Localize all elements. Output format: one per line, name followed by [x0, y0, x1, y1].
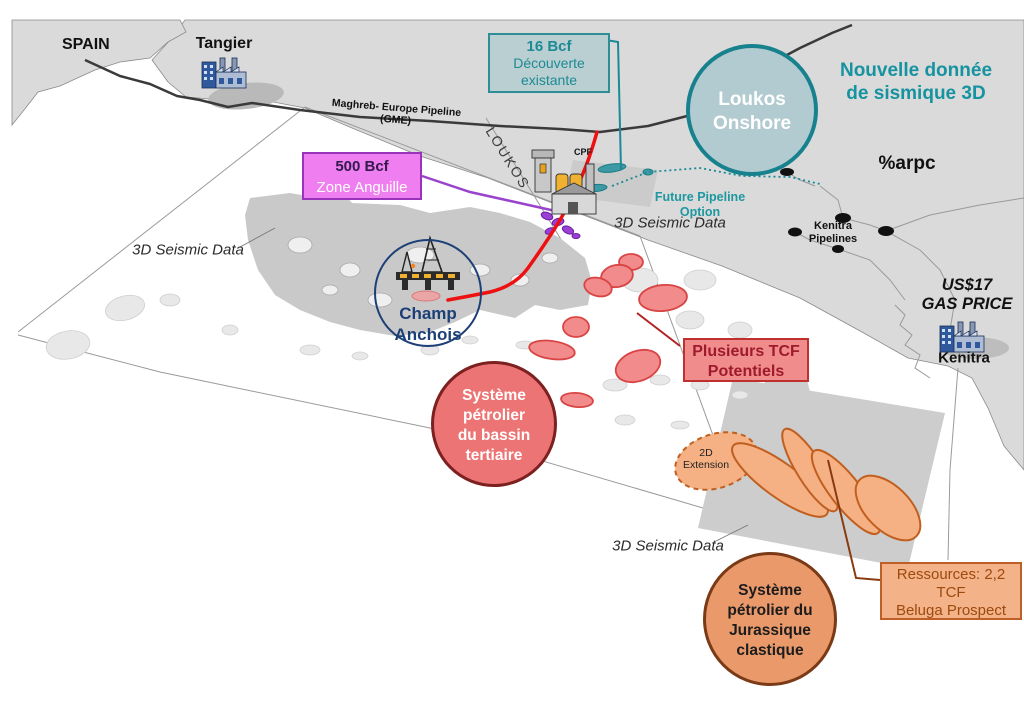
- ressources-line3: Beluga Prospect: [895, 602, 1007, 619]
- spain-label: SPAIN: [62, 36, 110, 53]
- tertiary-line2: pétrolier: [462, 407, 525, 424]
- gas-price-line2: GAS PRICE: [921, 295, 1013, 313]
- champ-anchois-bubble: Champ Anchois: [374, 239, 482, 347]
- anguille-callout-box: 500 Bcf Zone Anguille: [302, 152, 422, 200]
- jurassic-system-bubble: Système pétrolier du Jurassique clastiqu…: [703, 552, 837, 686]
- seismic-data-label-bottom: 3D Seismic Data: [612, 537, 724, 555]
- kenitra-label: Kenitra: [938, 349, 990, 367]
- kenitra-pipeline-dots: [780, 168, 894, 253]
- future-line1: Future Pipeline: [654, 190, 746, 204]
- tertiary-line4: tertiaire: [465, 447, 523, 464]
- new-seismic-line2: de sismique 3D: [846, 83, 986, 104]
- tcf-leader-line: [636, 312, 681, 347]
- ressources-line1: Ressources: 2,2: [896, 566, 1006, 583]
- new-seismic-line1: Nouvelle donnée: [839, 60, 993, 81]
- seismic-bottom-leader: [713, 524, 749, 543]
- ext-line2: Extension: [682, 459, 730, 471]
- anguille-value: 500 Bcf: [335, 158, 389, 175]
- tcf-line1: Plusieurs TCF: [692, 343, 800, 360]
- discovery-value: 16 Bcf: [526, 38, 572, 55]
- 2d-extension-label: 2D Extension: [683, 447, 729, 471]
- kenitra-pipelines-label: Kenitra Pipelines: [809, 220, 857, 246]
- kenitra-pl-line2: Pipelines: [808, 233, 858, 245]
- tertiary-line1: Système: [462, 387, 526, 404]
- anguille-leader-line: [421, 174, 561, 214]
- champ-line1: Champ: [399, 304, 457, 323]
- discovery-label1: Découverte: [513, 55, 585, 71]
- tertiary-line3: du bassin: [457, 427, 531, 444]
- ressources-leader-line: [827, 459, 881, 581]
- tcf-potential-callout-box: Plusieurs TCF Potentiels: [683, 338, 809, 382]
- discovery-label2: existante: [520, 72, 578, 88]
- tertiary-system-bubble: Système pétrolier du bassin tertiaire: [431, 361, 557, 487]
- future-pipeline-dotted: [611, 167, 821, 187]
- kenitra-pl-line1: Kenitra: [814, 220, 852, 232]
- ressources-line2: TCF: [936, 584, 966, 601]
- gas-price-label: US$17 GAS PRICE: [922, 276, 1013, 314]
- discovery-leader-line: [605, 39, 622, 171]
- tertiary-prospect-blobs: [528, 253, 688, 409]
- ext-line1: 2D: [699, 447, 713, 459]
- seismic-data-label-mid: 3D Seismic Data: [614, 214, 726, 232]
- seismic-left-leader: [239, 227, 276, 248]
- anguille-label: Zone Anguille: [316, 179, 408, 196]
- jurassic-line2: pétrolier du: [727, 602, 813, 619]
- jurassic-line4: clastique: [736, 642, 804, 659]
- cpf-plant-icon: [531, 149, 597, 215]
- new-seismic-note: Nouvelle donnée de sismique 3D: [840, 59, 992, 105]
- arpc-logo: %arpc: [878, 153, 936, 174]
- seismic-data-label-left: 3D Seismic Data: [132, 241, 244, 259]
- loukos-onshore-bubble: Loukos Onshore: [686, 44, 818, 176]
- tcf-line2: Potentiels: [707, 363, 785, 380]
- faint-prospect-blobs: [45, 267, 753, 430]
- discovery-callout-box: 16 Bcf Découverte existante: [488, 33, 610, 93]
- jurassic-line3: Jurassique: [729, 622, 811, 639]
- loukos-line1: Loukos: [718, 89, 786, 110]
- jurassic-line1: Système: [738, 582, 802, 599]
- spain-land: [11, 19, 187, 127]
- tangier-label: Tangier: [195, 35, 253, 52]
- loukos-line2: Onshore: [712, 113, 792, 134]
- gas-price-line1: US$17: [941, 276, 993, 294]
- ressources-callout-box: Ressources: 2,2 TCF Beluga Prospect: [880, 562, 1022, 620]
- cpf-label: CPF: [574, 147, 592, 157]
- jurassic-prospect-blobs: [674, 427, 922, 542]
